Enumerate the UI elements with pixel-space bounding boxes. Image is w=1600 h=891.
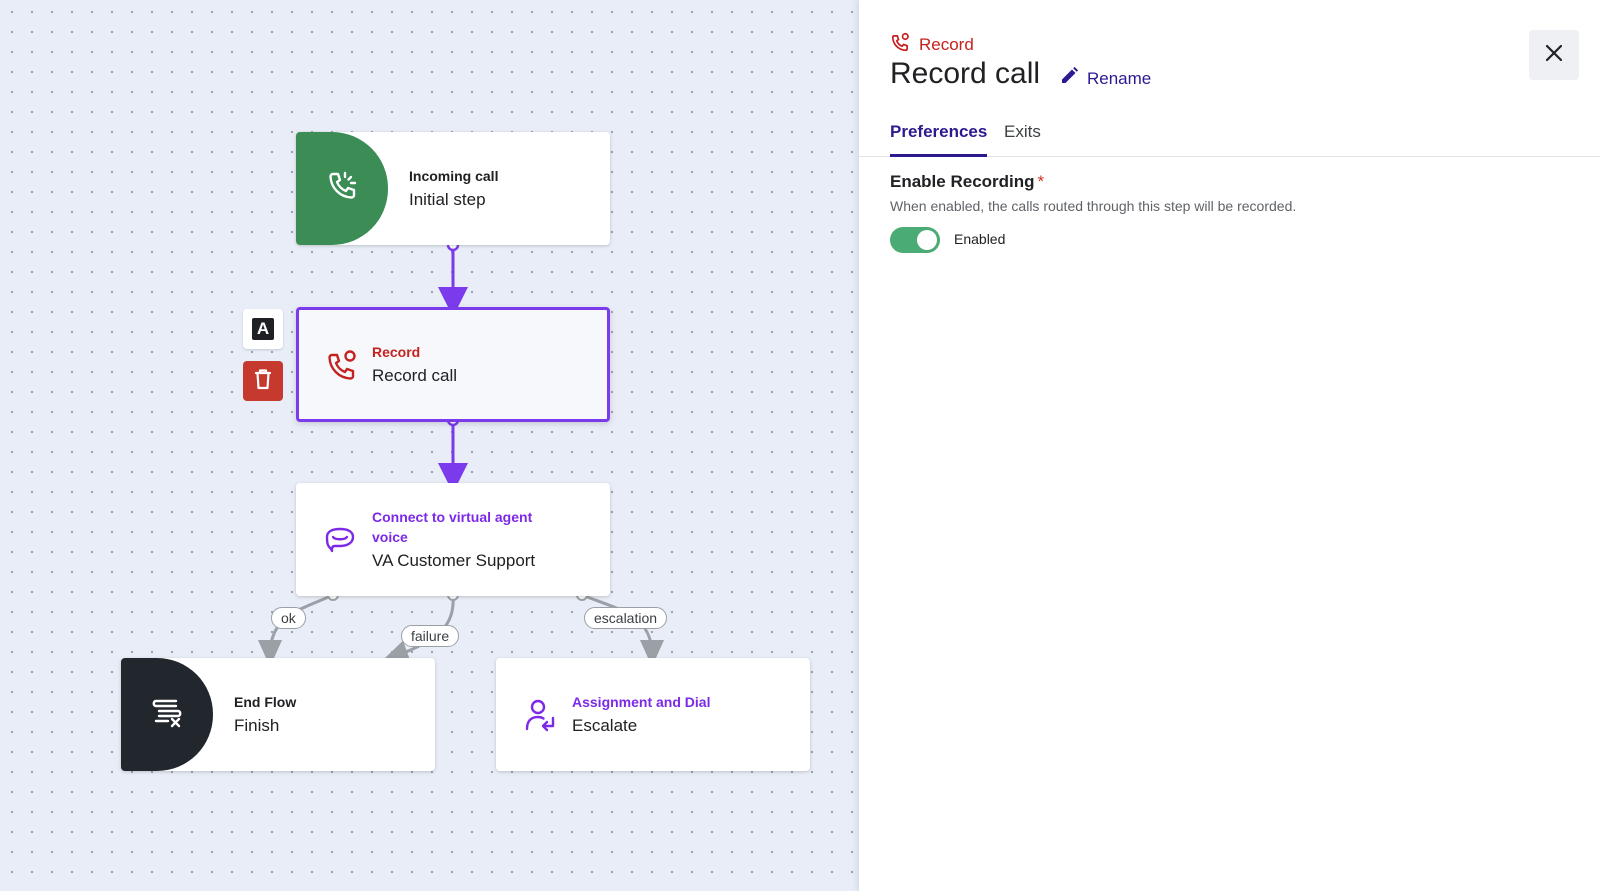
node-assignment-dial[interactable]: Assignment and Dial Escalate <box>496 658 810 771</box>
rename-label: Rename <box>1087 68 1152 88</box>
properties-panel: Record Record call Rename Preferences Ex… <box>859 0 1600 891</box>
panel-title: Record call <box>890 57 1041 90</box>
node-name: Escalate <box>572 715 638 735</box>
rename-button[interactable]: Rename <box>1059 66 1151 91</box>
text-a-icon: A <box>252 318 274 340</box>
edge-label-ok: ok <box>271 607 306 629</box>
node-name: Record call <box>372 365 458 385</box>
close-panel-button[interactable] <box>1529 30 1579 80</box>
panel-category: Record <box>890 31 974 58</box>
node-category: End Flow <box>234 693 297 710</box>
node-record[interactable]: Record Record call <box>296 307 610 422</box>
trash-icon <box>253 368 273 395</box>
field-label-text: Enable Recording <box>890 172 1035 191</box>
node-incoming-call[interactable]: Incoming call Initial step <box>296 132 610 245</box>
phone-incoming-icon <box>324 168 360 209</box>
flow-canvas[interactable]: Incoming call Initial step A Record Reco… <box>0 0 859 891</box>
toggle-knob <box>917 230 937 250</box>
enable-recording-toggle[interactable] <box>890 227 940 253</box>
edge-label-failure: failure <box>401 625 460 647</box>
text-a-glyph: A <box>256 319 270 338</box>
node-category: Record <box>372 343 421 360</box>
node-end-flow[interactable]: End Flow Finish <box>121 658 435 771</box>
phone-record-icon <box>890 31 912 58</box>
panel-tabs: Preferences Exits <box>859 112 1600 157</box>
panel-category-label: Record <box>919 34 974 54</box>
rename-node-button[interactable]: A <box>243 309 283 349</box>
user-assign-icon <box>518 693 562 737</box>
node-category: Connect to virtual agent voice <box>372 508 533 545</box>
close-icon <box>1545 44 1563 67</box>
node-category: Incoming call <box>409 167 499 184</box>
chat-bubble-icon <box>318 518 362 562</box>
edge-label-escalation: escalation <box>584 607 668 629</box>
node-category: Assignment and Dial <box>572 693 711 710</box>
node-icon-area <box>121 658 213 771</box>
phone-record-icon <box>321 343 365 387</box>
node-icon-area <box>296 132 388 245</box>
tab-preferences[interactable]: Preferences <box>890 120 988 157</box>
toggle-state-label: Enabled <box>954 231 1006 247</box>
required-mark: * <box>1037 172 1045 191</box>
node-virtual-agent[interactable]: Connect to virtual agent voice VA Custom… <box>296 483 610 596</box>
enable-recording-help: When enabled, the calls routed through t… <box>890 198 1297 214</box>
end-flow-icon <box>147 692 187 737</box>
enable-recording-label: Enable Recording* <box>890 172 1044 192</box>
tab-exits[interactable]: Exits <box>1004 122 1041 141</box>
pencil-icon <box>1059 66 1079 91</box>
node-name: Initial step <box>409 189 486 209</box>
node-name: VA Customer Support <box>372 550 536 570</box>
delete-node-button[interactable] <box>243 361 283 401</box>
node-name: Finish <box>234 715 280 735</box>
